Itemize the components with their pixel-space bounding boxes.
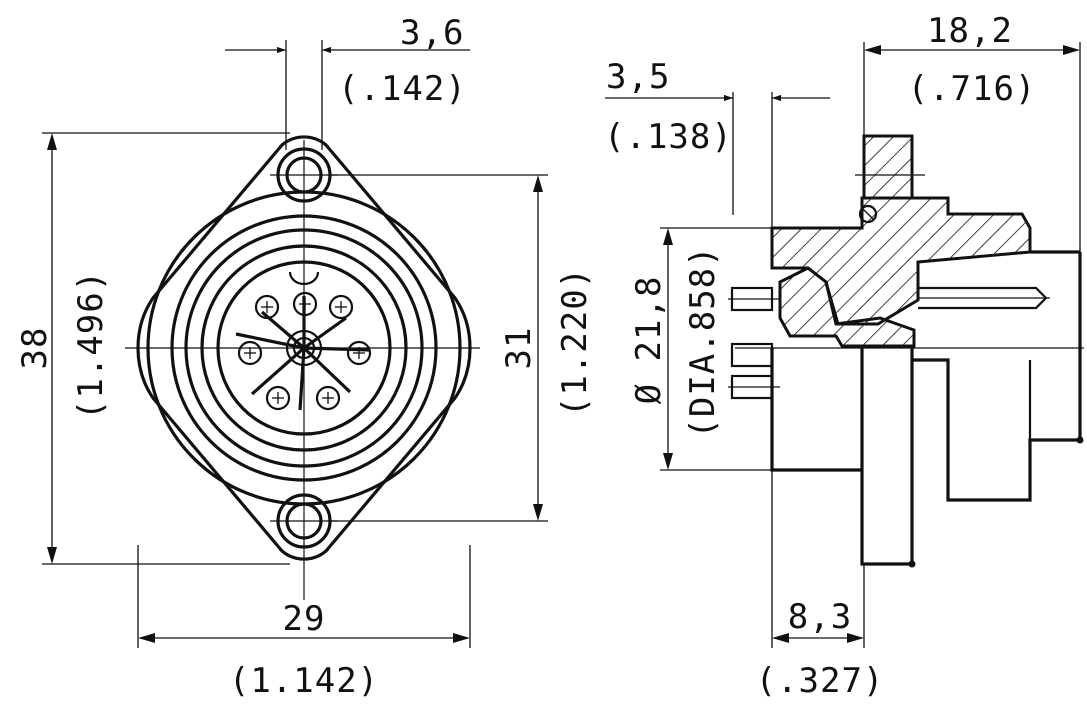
dim-mount-mm: 31 [499,327,539,370]
screw-detail [858,204,878,224]
dim-hole-offset-inch: (.142) [338,69,467,109]
dim-body-inch: (.327) [756,661,885,701]
dim-flange-inch: (.138) [604,117,733,157]
body-lower [770,348,862,472]
dimension-diameter: Ø 21,8 (DIA.858) [629,227,772,471]
ring-5 [216,260,392,436]
dim-width-inch: (1.142) [229,661,379,701]
dimension-flange: 3,5 (.138) [604,57,830,228]
dimension-height: 38 (1.496) [15,132,290,565]
contact-pin [346,340,372,366]
dim-height-inch: (1.496) [71,270,111,420]
dim-body-mm: 8,3 [788,597,852,637]
dimension-width: 29 (1.142) [137,545,471,701]
dim-flange-mm: 3,5 [606,57,670,97]
contact-pin [237,340,263,366]
body-rear [912,348,1082,502]
flange-outline [136,135,472,561]
section-insert [778,266,916,348]
solder-cups [728,286,780,400]
side-view: 3,5 (.138) 18,2 (.716) Ø 21,8 (DIA.858) [604,11,1084,701]
dimension-hole-offset: 3,6 (.142) [225,13,470,150]
ring-4 [200,244,408,452]
contact-pin [254,294,280,320]
contact-pin [315,385,341,411]
dimension-length: 18,2 (.716) [863,11,1081,252]
dim-mount-inch: (1.220) [555,267,595,417]
contact-pins [237,291,372,411]
front-view: 3,6 (.142) 38 (1.496) 31 (1.220) [15,13,595,701]
dim-diameter-inch: (DIA.858) [683,245,723,438]
contact-pin [292,291,318,317]
flange-lower [860,348,914,566]
contact-pin [328,294,354,320]
ring-3 [184,228,424,468]
dim-length-inch: (.716) [908,69,1037,109]
ring-2 [170,214,438,482]
dim-width-mm: 29 [283,599,326,639]
key-notch [288,271,320,286]
dimension-body: 8,3 (.327) [756,470,885,701]
dim-hole-offset-mm: 3,6 [400,13,464,53]
mounting-tab [862,134,914,200]
contact-pin [265,385,291,411]
contact-pin-center [285,329,323,367]
dim-diameter-mm: Ø 21,8 [629,276,669,405]
dimension-mount: 31 (1.220) [330,174,595,522]
dim-length-mm: 18,2 [927,11,1013,51]
dim-height-mm: 38 [15,327,55,370]
